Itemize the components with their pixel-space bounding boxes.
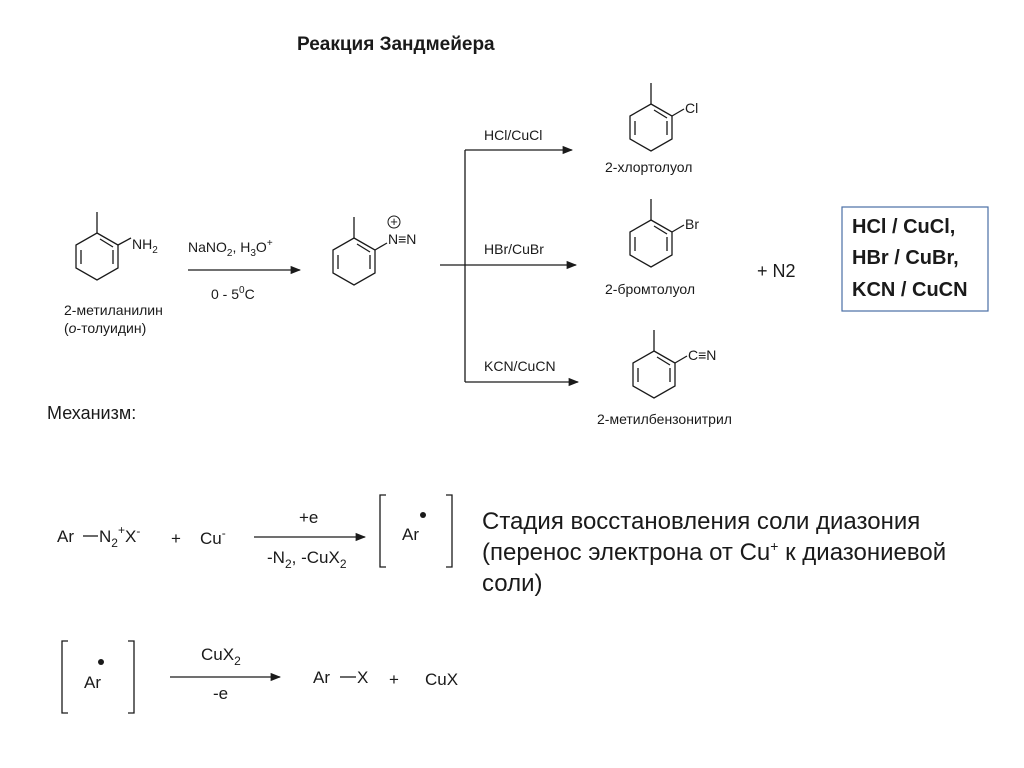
benzene-ring [332, 237, 376, 286]
reactant-structure: NH2 [75, 212, 158, 281]
mech1-ar: Ar [57, 527, 74, 546]
mech1-bracket-right [446, 494, 453, 568]
mech2-plus: + [389, 670, 399, 689]
summary-line-1: HCl / CuCl, [852, 216, 955, 238]
diazo-bond [374, 242, 388, 251]
substituent-cl: Cl [685, 100, 698, 116]
reagent-cl: HCl/CuCl [484, 127, 542, 143]
product-benzonitrile: C≡N [632, 330, 716, 399]
stage-line-1: Стадия восстановления соли диазония [482, 508, 920, 535]
mech1-radical: Ar [402, 525, 419, 544]
product-name-br: 2-бромтолуол [605, 281, 695, 297]
reagents-summary-box [841, 206, 989, 312]
mech2-product-ar: Ar [313, 668, 330, 687]
summary-line-2: HBr / CuBr, [852, 247, 959, 269]
mech2-above-arrow: CuX2 [201, 645, 241, 668]
page-title: Реакция Зандмейера [297, 34, 495, 55]
benzene-ring [629, 219, 673, 268]
mech2-below-arrow: -e [213, 684, 228, 703]
mech2-product-x: X [357, 668, 368, 687]
charge-sign: + [390, 214, 398, 229]
substituent-cn: C≡N [688, 347, 716, 363]
reagent-br: HBr/CuBr [484, 241, 544, 257]
product-name-cn: 2-метилбензонитрил [597, 411, 732, 427]
mech1-above-arrow: +e [299, 508, 318, 527]
diazonium-structure: + N≡N [332, 214, 416, 286]
step1-condition: 0 - 50C [211, 285, 255, 302]
summary-line-3: KCN / CuCN [852, 279, 968, 301]
stage-line-3: соли) [482, 570, 543, 597]
substituent-br: Br [685, 216, 699, 232]
mech2-bracket-left [61, 640, 68, 714]
mech1-copper: Cu- [200, 526, 226, 548]
benzene-ring [629, 103, 673, 152]
mech2-radical: Ar [84, 673, 101, 692]
positive-charge-icon [387, 215, 401, 229]
amine-bond [117, 237, 132, 246]
reagent-cn: KCN/CuCN [484, 358, 556, 374]
mechanism-heading: Механизм: [47, 403, 136, 423]
mech1-below-arrow: -N2, -CuX2 [267, 548, 347, 571]
reactant-alt-name: (о-толуидин) [64, 320, 146, 336]
radical-dot-icon [98, 659, 104, 665]
stage-line-2: (перенос электрона от Cu+ к диазониевой [482, 538, 946, 566]
benzene-ring [75, 232, 119, 281]
mech2-cux: CuX [425, 670, 458, 689]
reactant-name: 2-метиланилин [64, 302, 163, 318]
mech1-bracket-left [379, 494, 386, 568]
step1-reagents: NaNO2, H3O+ [188, 238, 273, 259]
product-name-cl: 2-хлортолуол [605, 159, 692, 175]
mech2-bracket-right [128, 640, 135, 714]
amine-group: NH2 [132, 236, 158, 256]
radical-dot-icon [420, 512, 426, 518]
product-chlorotoluene: Cl [629, 83, 698, 152]
product-bromotoluene: Br [629, 199, 699, 268]
mech1-diazonium: N2+X- [99, 523, 140, 550]
mech1-plus: + [171, 529, 181, 548]
nitrogen-byproduct: + N2 [757, 261, 796, 281]
benzene-ring [632, 350, 676, 399]
diazo-group: N≡N [388, 231, 416, 247]
